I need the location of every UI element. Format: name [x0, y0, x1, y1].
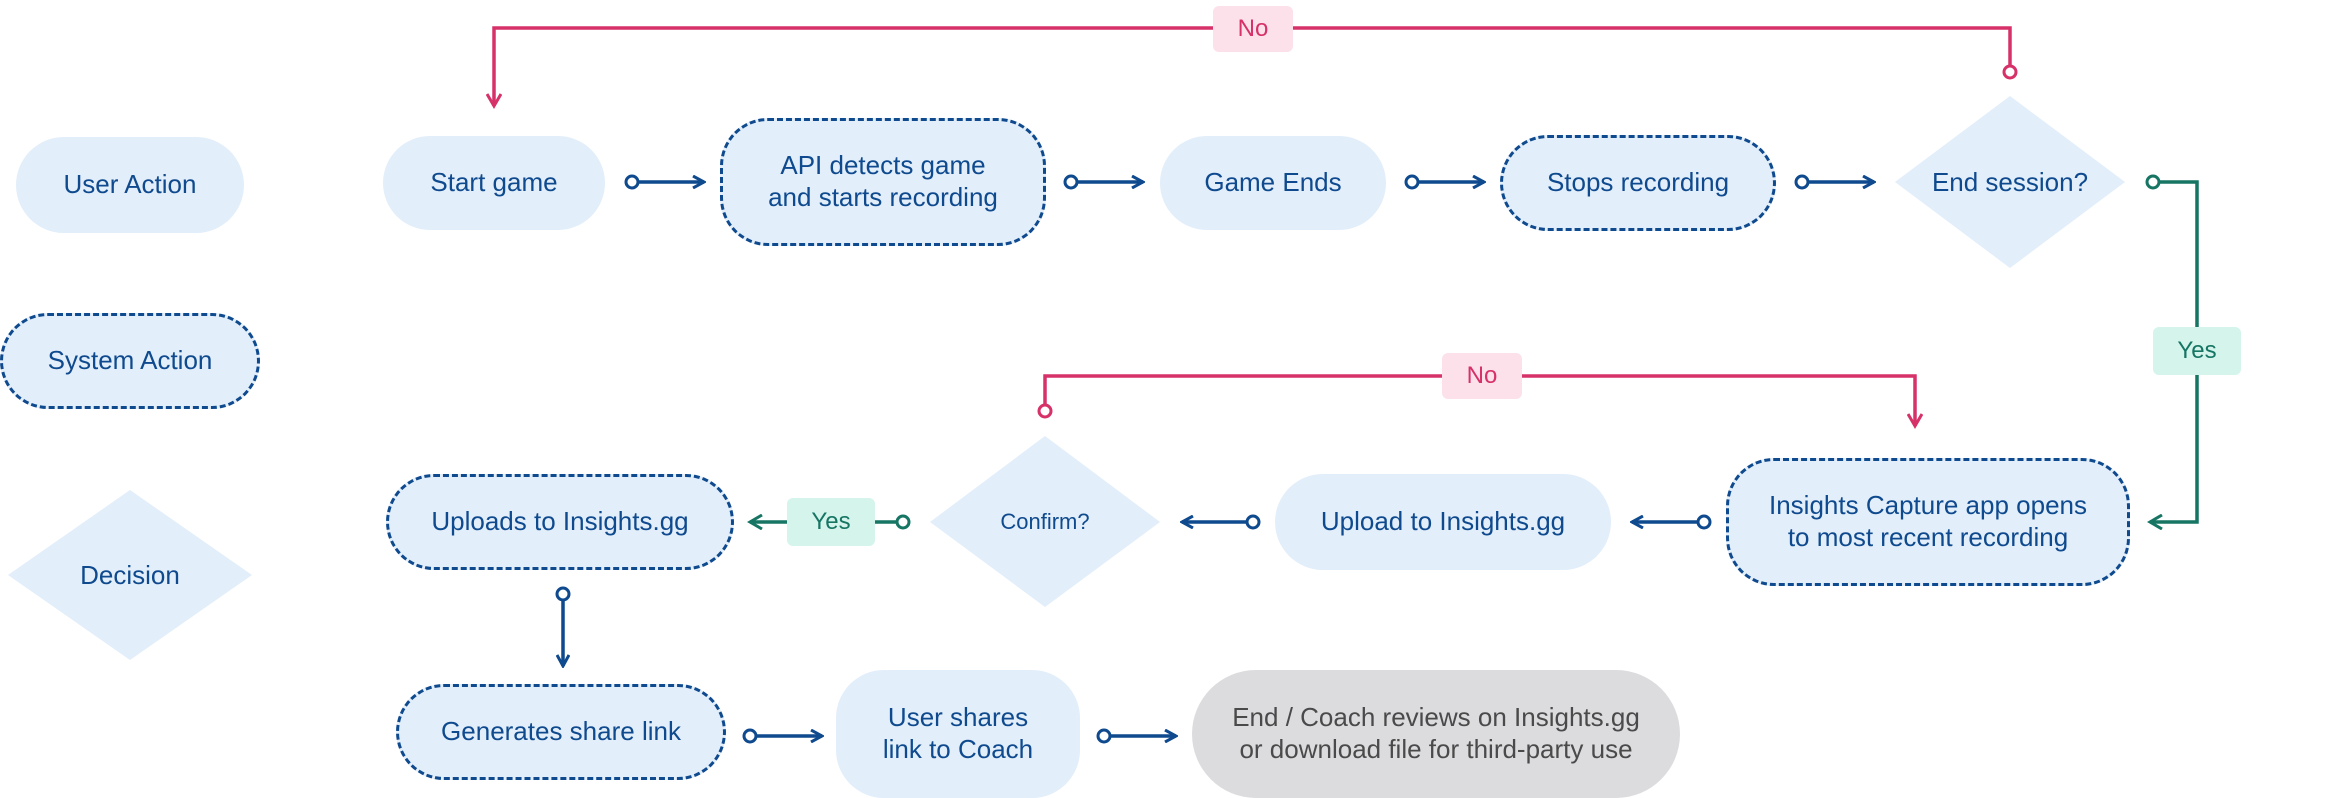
stops-recording-node: Stops recording [1500, 135, 1776, 231]
user-shares-node: User shares link to Coach [836, 670, 1080, 798]
capture-app-label: Insights Capture app opens to most recen… [1769, 490, 2087, 552]
arrow-generates-to-shares [742, 728, 822, 744]
uploads-label: Uploads to Insights.gg [431, 506, 689, 537]
end-session-label: End session? [1931, 166, 2089, 197]
confirm-label: Confirm? [1000, 509, 1090, 534]
legend-user-action: User Action [16, 137, 244, 233]
start-game-node: Start game [383, 136, 605, 230]
api-detects-node: API detects game and starts recording [720, 118, 1046, 246]
end-review-label: End / Coach reviews on Insights.gg or do… [1232, 702, 1640, 764]
arrow-stops-to-endsession [1794, 174, 1874, 190]
arrow-start-to-api [624, 174, 704, 190]
legend-decision-label: Decision [80, 559, 180, 590]
no-label-middle: No [1442, 353, 1522, 399]
end-session-diamond [1895, 96, 2125, 268]
legend-system-action: System Action [0, 313, 260, 409]
no-label-top: No [1213, 6, 1293, 52]
arrow-upload-to-confirm [1182, 514, 1261, 530]
uploads-node: Uploads to Insights.gg [386, 474, 734, 570]
end-review-node: End / Coach reviews on Insights.gg or do… [1192, 670, 1680, 798]
start-game-label: Start game [430, 167, 558, 198]
arrow-uploads-to-generates [555, 586, 571, 666]
arrow-api-to-gameends [1063, 174, 1143, 190]
user-shares-label: User shares link to Coach [882, 702, 1034, 764]
legend-system-action-label: System Action [47, 345, 213, 376]
generates-link-label: Generates share link [441, 716, 681, 747]
upload-label: Upload to Insights.gg [1320, 506, 1566, 537]
game-ends-label: Game Ends [1204, 167, 1342, 198]
yes-label-right: Yes [2153, 327, 2241, 375]
legend-user-action-label: User Action [63, 169, 197, 200]
yes-label-confirm: Yes [787, 498, 875, 546]
upload-node: Upload to Insights.gg [1275, 474, 1611, 570]
legend-decision-diamond [8, 490, 252, 660]
stops-recording-label: Stops recording [1546, 167, 1730, 198]
arrow-gameends-to-stops [1404, 174, 1484, 190]
capture-app-node: Insights Capture app opens to most recen… [1726, 458, 2130, 586]
confirm-diamond [930, 436, 1160, 607]
api-detects-label: API detects game and starts recording [768, 150, 998, 212]
generates-link-node: Generates share link [396, 684, 726, 780]
game-ends-node: Game Ends [1160, 136, 1386, 230]
arrow-capture-to-upload [1632, 514, 1712, 530]
arrow-shares-to-end [1096, 728, 1176, 744]
